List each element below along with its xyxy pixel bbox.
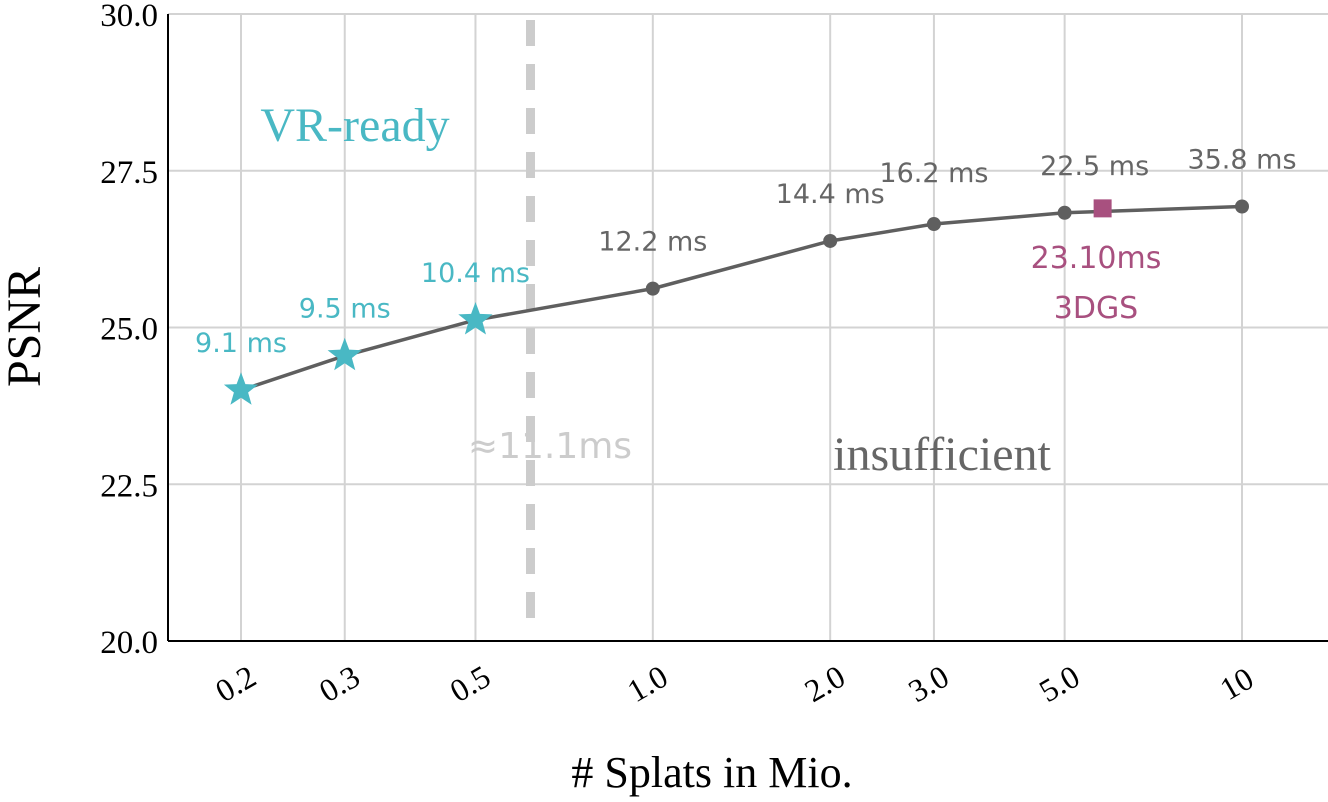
point-time-label: 14.4 ms xyxy=(776,179,885,210)
point-time-label: 12.2 ms xyxy=(598,227,707,258)
point-time-label: 9.1 ms xyxy=(195,328,287,359)
region-label-insufficient: insufficient xyxy=(833,428,1051,481)
x-axis-label: # Splats in Mio. xyxy=(571,748,852,797)
star-marker xyxy=(327,337,362,371)
x-tick-label: 0.3 xyxy=(313,658,366,709)
y-tick-label: 22.5 xyxy=(100,468,158,504)
point-time-label: 22.5 ms xyxy=(1040,151,1149,182)
circle-marker xyxy=(1235,199,1249,214)
x-tick-label: 5.0 xyxy=(1033,658,1086,709)
y-tick-label: 27.5 xyxy=(100,155,158,191)
series-line xyxy=(240,204,1243,392)
y-tick-label: 25.0 xyxy=(100,312,158,348)
x-tick-label: 2.0 xyxy=(798,658,851,709)
series-group xyxy=(223,199,1249,405)
reference-square-marker xyxy=(1093,199,1112,218)
x-tick-label: 3.0 xyxy=(902,658,955,709)
circle-marker xyxy=(926,217,941,232)
circle-marker xyxy=(1057,205,1072,220)
region-label-vr-ready: VR-ready xyxy=(260,99,449,152)
x-tick-label: 10 xyxy=(1214,660,1260,707)
point-time-label: 16.2 ms xyxy=(879,158,988,189)
threshold-label: ≈11.1ms xyxy=(468,426,632,467)
star-marker xyxy=(458,302,493,335)
x-tick-label: 0.5 xyxy=(444,658,497,709)
circle-marker xyxy=(645,281,660,296)
point-time-label: 10.4 ms xyxy=(421,258,530,289)
x-tick-label: 1.0 xyxy=(621,658,674,709)
circle-marker xyxy=(823,233,838,248)
y-tick-label: 30.0 xyxy=(100,0,158,34)
point-time-label: 35.8 ms xyxy=(1187,144,1296,175)
y-axis-label: PSNR xyxy=(0,267,51,387)
star-marker xyxy=(223,372,259,405)
reference-time-label: 23.10ms xyxy=(1031,241,1162,276)
reference-name-label: 3DGS xyxy=(1054,291,1138,326)
x-tick-label: 0.2 xyxy=(209,658,262,709)
grid-lines xyxy=(168,13,1328,641)
point-time-label: 9.5 ms xyxy=(299,294,391,325)
y-tick-label: 20.0 xyxy=(100,625,158,661)
